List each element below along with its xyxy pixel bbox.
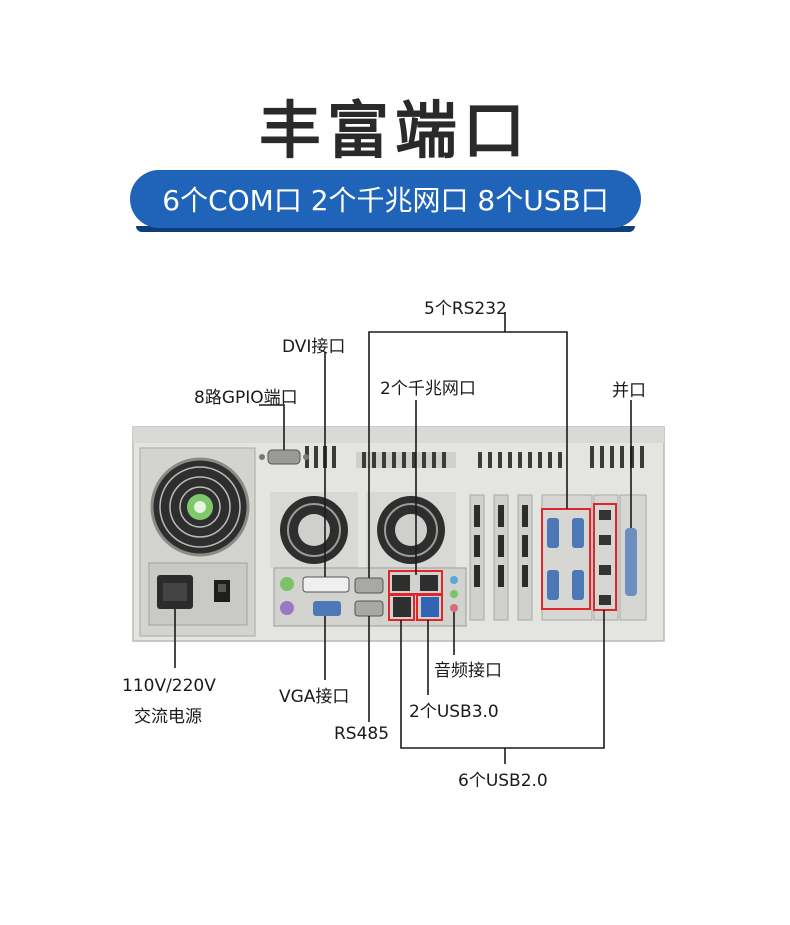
label-power-voltage: 110V/220V: [122, 676, 216, 696]
label-rs232: 5个RS232: [424, 299, 507, 319]
expansion-slots: [469, 494, 533, 621]
label-rs485: RS485: [334, 724, 390, 744]
audio-jack-green: [450, 590, 458, 598]
label-dvi: DVI接口: [282, 337, 346, 357]
power-supply-unit: [139, 447, 256, 637]
page-title: 丰富端口: [258, 94, 531, 167]
dvi-port: [302, 576, 350, 593]
com-port-io: [354, 577, 384, 594]
ps2-purple: [280, 601, 294, 615]
chassis-fan-left: [270, 492, 358, 568]
parallel-port-card: [619, 494, 647, 621]
label-gpio: 8路GPIO端口: [194, 388, 298, 408]
label-power-ac: 交流电源: [134, 707, 202, 727]
label-audio: 音频接口: [434, 661, 502, 681]
usb2-ports-io: [393, 597, 411, 617]
label-parallel: 并口: [612, 381, 646, 401]
usb-expansion-card: [593, 494, 619, 621]
io-panel: [273, 567, 467, 627]
gpio-port: [259, 449, 309, 465]
chassis-fan-right: [366, 492, 456, 568]
label-usb3: 2个USB3.0: [409, 702, 499, 722]
com-expansion-card: [541, 494, 593, 621]
label-usb2: 6个USB2.0: [458, 771, 548, 791]
chassis-top-strip: [133, 427, 664, 443]
label-vga: VGA接口: [279, 687, 350, 707]
leader-lines: [174, 312, 632, 764]
lan-port-2: [420, 575, 438, 591]
usb3-ports-io: [421, 597, 439, 617]
audio-jack-pink: [450, 604, 458, 612]
vga-port: [313, 601, 341, 616]
lan-port-1: [392, 575, 410, 591]
label-gigabit: 2个千兆网口: [380, 379, 476, 399]
audio-jack-blue: [450, 576, 458, 584]
ps2-green: [280, 577, 294, 591]
rs485-port: [354, 600, 384, 617]
